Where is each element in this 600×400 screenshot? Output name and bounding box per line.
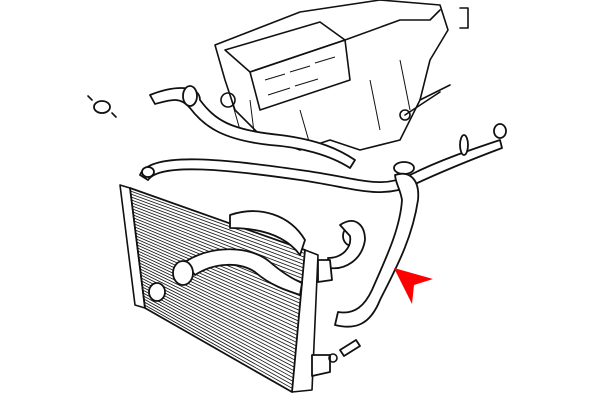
- radiator-fin: [131, 199, 304, 265]
- radiator-fin: [138, 259, 298, 336]
- radiator-fin: [138, 256, 298, 333]
- radiator-fin: [143, 298, 294, 382]
- lower-radiator-hose: [327, 172, 420, 328]
- engine: [214, 0, 469, 151]
- radiator-fin: [141, 277, 296, 357]
- radiator-fin: [130, 193, 305, 258]
- radiator-fin: [140, 271, 297, 350]
- radiator-fin: [144, 304, 293, 389]
- radiator-fin: [142, 292, 294, 375]
- radiator-fin: [139, 268, 297, 347]
- radiator-fin: [132, 208, 303, 276]
- radiator-fin: [141, 283, 295, 364]
- radiator-fin: [144, 301, 293, 386]
- radiator-fin: [139, 265, 297, 343]
- temperature-sensor: [328, 339, 361, 363]
- radiator-fin: [130, 196, 305, 262]
- radiator-fin: [141, 280, 296, 361]
- radiator-fin: [142, 286, 295, 368]
- pointer-arrow: [394, 268, 433, 304]
- radiator-fin: [137, 250, 299, 325]
- radiator-fin: [135, 232, 301, 304]
- radiator: [119, 184, 333, 393]
- radiator-fin: [138, 253, 299, 329]
- radiator-fin: [132, 205, 304, 272]
- radiator-fin: [136, 241, 300, 315]
- radiator-fin: [130, 190, 305, 254]
- radiator-fin: [143, 295, 294, 379]
- radiator-fin: [142, 289, 295, 372]
- radiator-fin: [137, 247, 299, 322]
- radiator-fin: [136, 238, 300, 311]
- radiator-fin: [140, 274, 296, 354]
- radiator-fin: [135, 235, 300, 308]
- radiator-fin: [136, 244, 299, 318]
- radiator-fin: [139, 262, 298, 340]
- radiator-fin: [131, 202, 304, 269]
- hose-clamps: [87, 85, 507, 247]
